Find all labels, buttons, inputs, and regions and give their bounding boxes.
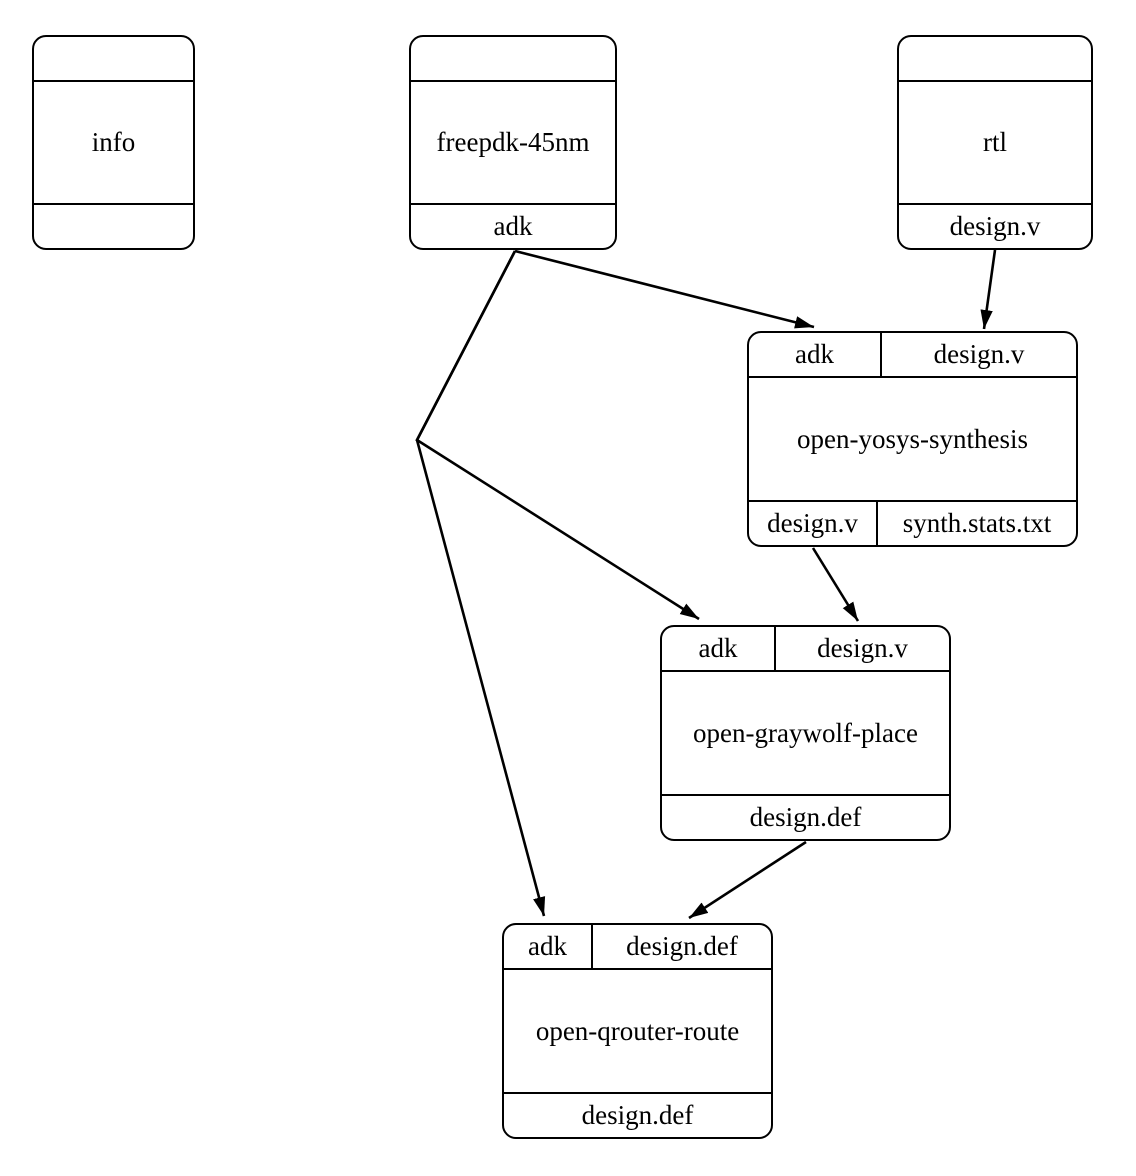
input-port-adk: adk xyxy=(749,333,882,376)
port-label: design.v xyxy=(933,339,1025,369)
input-ports-row: adk design.def xyxy=(504,925,771,970)
input-port-adk: adk xyxy=(662,627,776,670)
node-title-label: open-graywolf-place xyxy=(693,717,918,748)
output-port-design-v: design.v xyxy=(749,502,878,545)
port-label: design.v xyxy=(767,508,858,538)
port-label: adk xyxy=(795,339,834,369)
output-ports-row: design.def xyxy=(662,794,949,839)
port-label: design.v xyxy=(949,211,1041,241)
port-label: synth.stats.txt xyxy=(902,508,1052,538)
node-title-label: info xyxy=(91,127,136,157)
output-port-design-def: design.def xyxy=(504,1094,771,1137)
node-title: open-qrouter-route xyxy=(504,970,771,1092)
port-label: adk xyxy=(528,931,567,961)
node-open-yosys-synthesis: adk design.v open-yosys-synthesis design… xyxy=(747,331,1078,547)
input-ports-row xyxy=(899,37,1091,82)
node-open-qrouter-route: adk design.def open-qrouter-route design… xyxy=(502,923,773,1139)
edge-graywolf-designdef-to-qrouter-designdef xyxy=(688,840,807,920)
edge-freepdk-adk-to-graywolf-adk xyxy=(415,250,700,621)
output-port-adk: adk xyxy=(411,205,615,248)
node-title-label: open-qrouter-route xyxy=(535,1015,740,1046)
node-rtl: rtl design.v xyxy=(897,35,1093,250)
edge-yosys-designv-to-graywolf-designv xyxy=(811,547,860,622)
node-title: rtl xyxy=(899,82,1091,203)
node-freepdk-45nm: freepdk-45nm adk xyxy=(409,35,617,250)
output-ports-row xyxy=(34,203,193,248)
port-label: design.def xyxy=(581,1100,694,1130)
port-label: design.def xyxy=(626,931,738,961)
port-label: adk xyxy=(698,633,738,663)
node-title: open-graywolf-place xyxy=(662,672,949,794)
port-label: design.def xyxy=(749,802,862,832)
node-open-graywolf-place: adk design.v open-graywolf-place design.… xyxy=(660,625,951,841)
port-label: design.v xyxy=(817,633,908,663)
node-title: freepdk-45nm xyxy=(411,82,615,203)
output-port-design-def: design.def xyxy=(662,796,949,839)
edge-rtl-designv-to-yosys-designv xyxy=(980,249,997,330)
input-port-adk: adk xyxy=(504,925,593,968)
node-info: info xyxy=(32,35,195,250)
port-label: adk xyxy=(493,211,533,241)
input-ports-row: adk design.v xyxy=(749,333,1076,378)
node-title: info xyxy=(34,82,193,203)
input-ports-row xyxy=(411,37,615,82)
output-ports-row: design.v synth.stats.txt xyxy=(749,500,1076,545)
node-title-label: open-yosys-synthesis xyxy=(797,423,1028,454)
output-port-design-v: design.v xyxy=(899,205,1091,248)
input-port-design-v: design.v xyxy=(776,627,949,670)
node-title: open-yosys-synthesis xyxy=(749,378,1076,500)
edge-freepdk-adk-to-qrouter-adk xyxy=(415,250,546,917)
output-ports-row: design.v xyxy=(899,203,1091,248)
edge-freepdk-adk-to-yosys-adk xyxy=(514,249,815,329)
input-ports-row: adk design.v xyxy=(662,627,949,672)
node-title-label: rtl xyxy=(983,127,1007,157)
input-port-design-v: design.v xyxy=(882,333,1076,376)
input-port-design-def: design.def xyxy=(593,925,771,968)
output-ports-row: adk xyxy=(411,203,615,248)
node-title-label: freepdk-45nm xyxy=(436,127,590,157)
input-ports-row xyxy=(34,37,193,82)
output-ports-row: design.def xyxy=(504,1092,771,1137)
output-port-synth-stats-txt: synth.stats.txt xyxy=(878,502,1076,545)
